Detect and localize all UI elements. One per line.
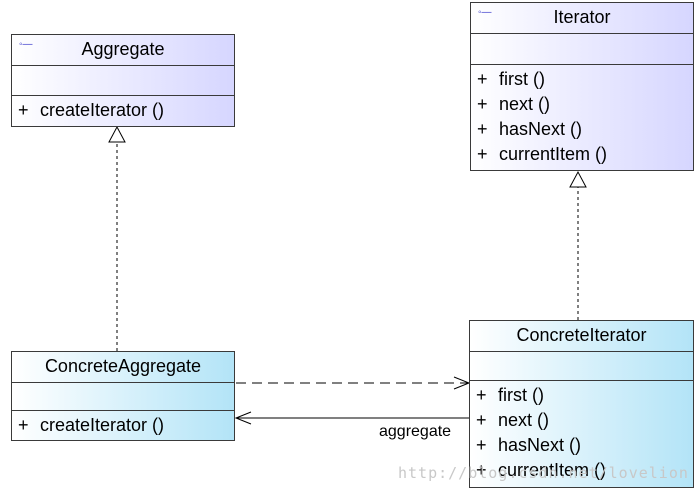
class-operations: +createIterator () xyxy=(12,411,234,438)
operation: +next () xyxy=(476,410,550,430)
class-operations: +first () +next () +hasNext () +currentI… xyxy=(470,381,693,483)
class-operations: +first () +next () +hasNext () +currentI… xyxy=(471,65,693,167)
operation: +currentItem () xyxy=(476,460,607,480)
realization-arrowhead-iterator xyxy=(569,170,587,188)
operation: +next () xyxy=(477,94,551,114)
operation: +hasNext () xyxy=(476,435,582,455)
association-arrowhead xyxy=(234,411,252,425)
class-attributes xyxy=(12,66,234,96)
interface-stereotype-icon: ◦— xyxy=(478,7,492,18)
class-concrete-aggregate[interactable]: ConcreteAggregate +createIterator () xyxy=(11,351,235,441)
class-concrete-iterator-header: ConcreteIterator xyxy=(470,321,693,352)
class-attributes xyxy=(12,383,234,411)
class-attributes xyxy=(470,352,693,381)
class-iterator[interactable]: ◦— Iterator +first () +next () +hasNext … xyxy=(470,2,694,171)
class-aggregate-header: ◦— Aggregate xyxy=(12,35,234,66)
class-iterator-header: ◦— Iterator xyxy=(471,3,693,34)
realization-arrowhead-aggregate xyxy=(108,125,126,143)
class-name: Aggregate xyxy=(81,39,165,59)
class-concrete-iterator[interactable]: ConcreteIterator +first () +next () +has… xyxy=(469,320,694,488)
interface-stereotype-icon: ◦— xyxy=(19,39,33,50)
class-operations: +createIterator () xyxy=(12,96,234,123)
operation: +currentItem () xyxy=(477,144,608,164)
association-role-label: aggregate xyxy=(379,423,452,440)
operation: +createIterator () xyxy=(18,415,165,435)
operation: +first () xyxy=(476,385,544,405)
class-name: ConcreteAggregate xyxy=(44,356,202,376)
class-name: Iterator xyxy=(553,7,611,27)
class-concrete-aggregate-header: ConcreteAggregate xyxy=(12,352,234,383)
class-aggregate[interactable]: ◦— Aggregate +createIterator () xyxy=(11,34,235,127)
operation: +first () xyxy=(477,69,545,89)
watermark: http://blog.csdn.net/lovelion xyxy=(398,464,689,482)
operation: +hasNext () xyxy=(477,119,583,139)
class-attributes xyxy=(471,34,693,65)
class-name: ConcreteIterator xyxy=(516,325,647,345)
operation: +createIterator () xyxy=(18,100,165,120)
